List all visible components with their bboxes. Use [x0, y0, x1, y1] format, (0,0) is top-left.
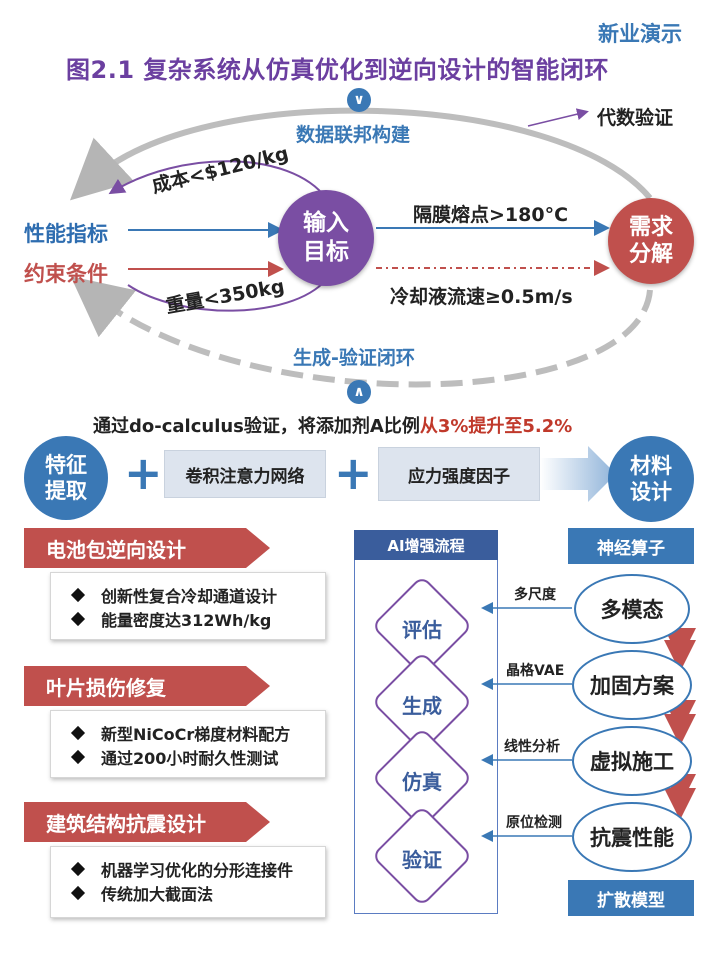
generate-verify-label: 生成-验证闭环 — [293, 347, 415, 369]
do-calculus-prefix: 通过do-calculus验证，将添加剂A比例 — [93, 416, 420, 437]
figure-title: 图2.1 复杂系统从仿真优化到逆向设计的智能闭环 — [66, 56, 609, 84]
list-item: 机器学习优化的分形连接件 — [69, 857, 325, 881]
coolant-requirement: 冷却液流速≥0.5m/s — [390, 286, 573, 308]
flow-step-evaluate: 评估 — [402, 618, 442, 642]
data-federation-label: 数据联邦构建 — [296, 124, 411, 146]
diamond-bullet-icon — [70, 725, 86, 741]
app-title: 叶片损伤修复 — [46, 675, 166, 700]
performance-label: 性能指标 — [24, 222, 108, 246]
plus-icon: + — [124, 446, 163, 500]
material-design-node: 材料设计 — [608, 436, 694, 522]
input-node-line2: 目标 — [303, 239, 349, 265]
neural-operator-tag: 神经算子 — [568, 528, 694, 564]
algebra-verify-label: 代数验证 — [597, 107, 674, 129]
list-item: 创新性复合冷却通道设计 — [69, 583, 325, 607]
input-node-line1: 输入 — [303, 210, 349, 237]
chevron-up-icon: ∧ — [347, 380, 371, 404]
bullet-text: 机器学习优化的分形连接件 — [101, 861, 294, 880]
ai-flow-title: AI增强流程 — [354, 530, 498, 560]
diamond-bullet-icon — [70, 611, 86, 627]
right-connectors — [481, 602, 696, 842]
virtual-construction-node: 虚拟施工 — [572, 726, 692, 796]
outer-loop-top — [69, 107, 653, 201]
app-building-box: 机器学习优化的分形连接件 传统加大截面法 — [50, 846, 326, 918]
input-goal-node: 输入目标 — [278, 190, 374, 286]
material-line2: 设计 — [630, 480, 672, 504]
list-item: 能量密度达312Wh/kg — [69, 607, 325, 631]
app-battery-header: 电池包逆向设计 — [24, 528, 270, 568]
corner-tag: 新业演示 — [598, 22, 682, 46]
list-item: 通过200小时耐久性测试 — [69, 745, 325, 769]
feature-line1: 特征 — [45, 452, 87, 477]
link-label: 原位检测 — [506, 815, 562, 831]
multimodal-node: 多模态 — [574, 574, 690, 644]
diffusion-model-tag: 扩散模型 — [568, 880, 694, 916]
do-calculus-highlight: 从3%提升至5.2% — [419, 416, 573, 437]
membrane-requirement: 隔膜熔点>180°C — [413, 204, 569, 226]
link-label: 晶格VAE — [506, 663, 565, 679]
list-item: 新型NiCoCr梯度材料配方 — [69, 721, 325, 745]
material-line1: 材料 — [630, 453, 672, 478]
diamond-bullet-icon — [70, 587, 86, 603]
demand-node-line1: 需求 — [628, 214, 673, 240]
constraint-label: 约束条件 — [24, 262, 108, 286]
link-label: 线性分析 — [504, 739, 560, 755]
diamond-bullet-icon — [70, 861, 86, 877]
link-label: 多尺度 — [514, 587, 556, 603]
feature-line2: 提取 — [45, 479, 87, 503]
do-calculus-note: 通过do-calculus验证，将添加剂A比例从3%提升至5.2% — [93, 412, 572, 438]
upper-purple-arc — [108, 160, 327, 199]
diamond-bullet-icon — [70, 749, 86, 765]
app-building-header: 建筑结构抗震设计 — [24, 802, 270, 842]
reinforce-plan-node: 加固方案 — [572, 650, 692, 720]
loop-diagram — [69, 107, 653, 388]
app-blade-box: 新型NiCoCr梯度材料配方 通过200小时耐久性测试 — [50, 710, 326, 778]
lower-purple-arc — [127, 279, 327, 312]
seismic-performance-node: 抗震性能 — [572, 802, 692, 872]
bullet-text: 传统加大截面法 — [101, 885, 214, 904]
bullet-text: 能量密度达312Wh/kg — [101, 611, 272, 630]
feature-extraction-node: 特征提取 — [24, 436, 108, 520]
flow-step-verify: 验证 — [402, 848, 442, 872]
flow-step-simulate: 仿真 — [402, 770, 442, 794]
app-title: 电池包逆向设计 — [46, 537, 186, 562]
demand-node-line2: 分解 — [628, 242, 673, 267]
conv-attention-box: 卷积注意力网络 — [164, 450, 326, 498]
flow-step-generate: 生成 — [402, 694, 442, 718]
chevron-down-icon: ∨ — [347, 88, 371, 112]
app-blade-header: 叶片损伤修复 — [24, 666, 270, 706]
outer-loop-bottom — [70, 276, 653, 388]
app-title: 建筑结构抗震设计 — [46, 811, 206, 836]
demand-decompose-node: 需求分解 — [608, 198, 694, 284]
list-item: 传统加大截面法 — [69, 881, 325, 905]
plus-icon: + — [334, 446, 373, 500]
bullet-text: 新型NiCoCr梯度材料配方 — [101, 725, 291, 744]
diamond-bullet-icon — [70, 885, 86, 901]
bullet-text: 通过200小时耐久性测试 — [101, 749, 279, 768]
stress-factor-box: 应力强度因子 — [378, 447, 540, 501]
gradient-arrow-icon — [540, 446, 616, 502]
app-battery-box: 创新性复合冷却通道设计 能量密度达312Wh/kg — [50, 572, 326, 640]
algebra-pointer — [527, 108, 589, 127]
bullet-text: 创新性复合冷却通道设计 — [101, 587, 278, 606]
